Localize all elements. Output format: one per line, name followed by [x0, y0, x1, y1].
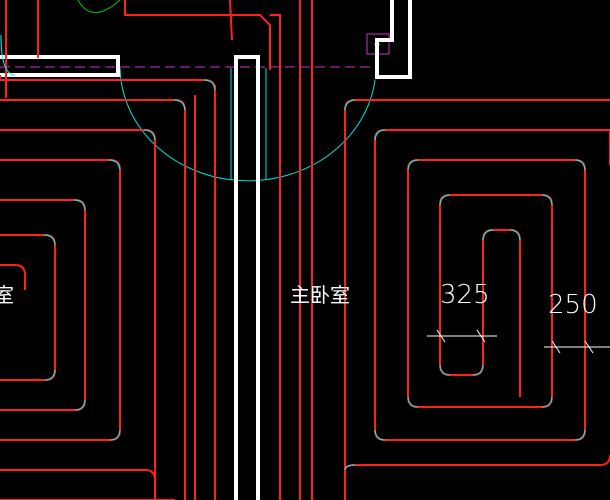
dimension-value-325: 325 — [440, 280, 490, 310]
upper-pipes — [5, 0, 313, 500]
bend-markers — [0, 34, 586, 471]
room-label: 主卧室 — [290, 283, 350, 307]
dimension-325: 325 — [427, 280, 497, 343]
dimension-value-250: 250 — [548, 290, 598, 320]
door-swing-arc — [119, 67, 376, 182]
dimension-250: 250 — [544, 290, 610, 354]
partial-room-label: 室 — [0, 283, 14, 307]
walls — [0, 0, 412, 500]
green-arc — [77, 0, 121, 13]
